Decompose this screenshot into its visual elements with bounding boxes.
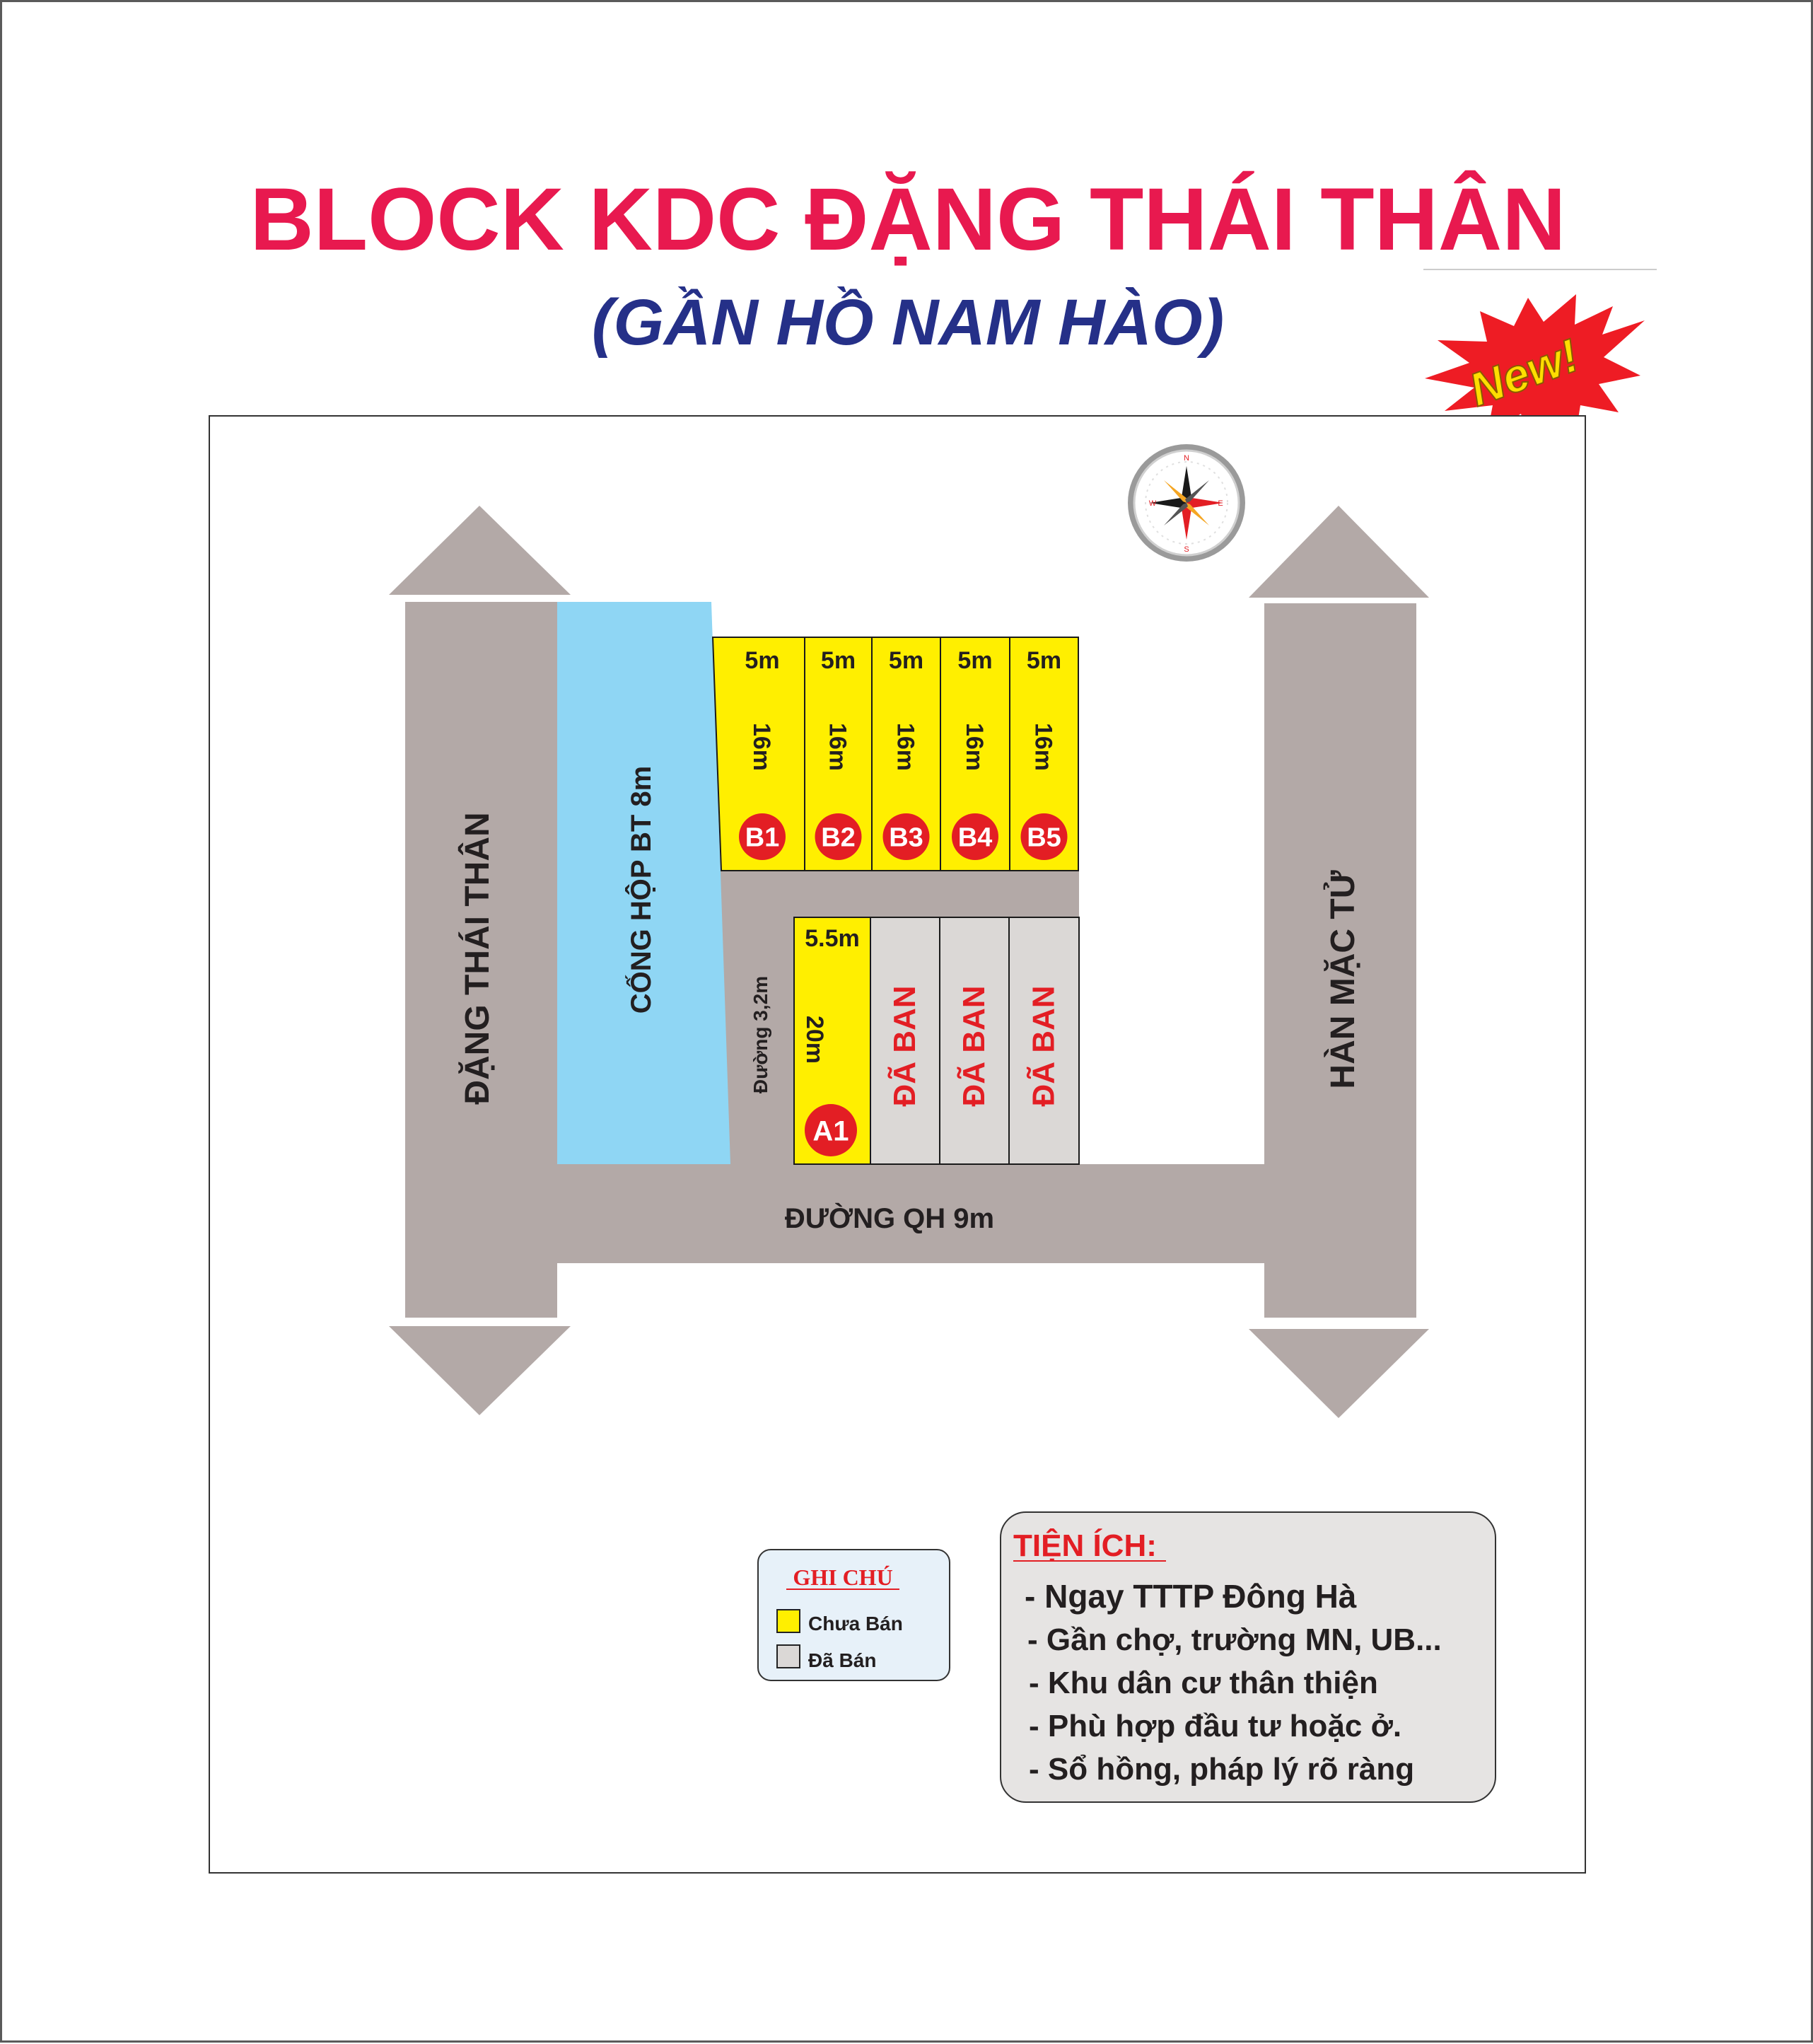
lot-sold[interactable]: ĐÃ BAN	[939, 917, 1010, 1165]
compass-n: N	[1184, 454, 1189, 463]
amenities-title: TIỆN ÍCH:	[1013, 1528, 1157, 1563]
legend-swatch-unsold	[776, 1609, 800, 1633]
lot-depth-label: 16m	[1030, 723, 1057, 771]
lot-id: A1	[812, 1115, 849, 1146]
road-label-left: ĐẶNG THÁI THÂN	[457, 812, 496, 1104]
starburst-icon	[1425, 294, 1645, 445]
lot-sold[interactable]: ĐÃ BAN	[870, 917, 940, 1165]
arrow-up-icon	[1249, 506, 1429, 598]
amenity-item: - Gần chợ, trường MN, UB...	[1027, 1622, 1442, 1657]
lot-depth-label: 16m	[892, 723, 919, 771]
road-label-bottom: ĐƯỜNG QH 9m	[785, 1202, 994, 1234]
lot-id: B2	[821, 823, 856, 853]
legend-label-unsold: Chưa Bán	[808, 1613, 903, 1634]
lot-width-label: 5m	[889, 647, 923, 674]
lot-parcel	[1008, 917, 1080, 1165]
legend-label-sold: Đã Bán	[808, 1649, 876, 1671]
lot-sold[interactable]: ĐÃ BAN	[1008, 917, 1080, 1165]
lot-width-label: 5m	[957, 647, 992, 674]
lot-depth-label: 20m	[801, 1016, 828, 1064]
culvert-bt-8m	[557, 602, 730, 1164]
lot-depth-label: 16m	[748, 723, 775, 771]
lot-marker	[1020, 813, 1068, 860]
lot-id: B1	[745, 823, 780, 853]
lot-width-label: 5m	[1027, 647, 1061, 674]
page-title: BLOCK KDC ĐẶNG THÁI THÂN	[250, 170, 1566, 269]
culvert-label: CỐNG HỘP BT 8m	[624, 766, 657, 1014]
amenity-item: - Phù hợp đầu tư hoặc ở.	[1029, 1709, 1401, 1743]
lots-sold: ĐÃ BAN ĐÃ BAN ĐÃ BAN	[870, 917, 1080, 1165]
lot-marker	[882, 813, 930, 860]
amenities-box: TIỆN ÍCH: - Ngay TTTP Đông Hà - Gần chợ,…	[1000, 1511, 1496, 1803]
page-subtitle: (GẦN HỒ NAM HÀO)	[592, 286, 1224, 359]
sold-label: ĐÃ BAN	[1026, 985, 1061, 1106]
compass-icon: N S E W	[1128, 444, 1245, 562]
lot-depth-label: 16m	[961, 723, 988, 771]
legend-title: GHI CHÚ	[793, 1564, 892, 1590]
road-dang-thai-than	[389, 506, 571, 1415]
new-badge: New!	[1425, 294, 1645, 445]
compass-w: W	[1149, 499, 1157, 508]
lot-width-label: 5.5m	[805, 925, 860, 952]
road-han-mac-tu	[1249, 506, 1429, 1418]
sold-label: ĐÃ BAN	[887, 985, 922, 1106]
legend-swatch-sold	[776, 1644, 800, 1668]
lot-parcel	[870, 917, 940, 1165]
lot-id: B3	[889, 823, 923, 853]
lot-width-label: 5m	[745, 647, 779, 674]
lot-parcel	[939, 917, 1010, 1165]
compass-s: S	[1184, 545, 1189, 554]
lot-marker	[739, 813, 786, 860]
arrow-down-icon	[389, 1326, 571, 1415]
lot-marker	[952, 813, 998, 860]
amenity-item: - Ngay TTTP Đông Hà	[1025, 1578, 1357, 1615]
lot-marker	[815, 813, 862, 860]
lot-marker	[805, 1104, 857, 1156]
lot-depth-label: 16m	[824, 723, 851, 771]
arrow-up-icon	[389, 506, 571, 595]
compass-e: E	[1218, 499, 1223, 508]
legend-box: GHI CHÚ Chưa Bán Đã Bán	[757, 1549, 950, 1681]
road-label-right: HÀN MẶC TỬ	[1323, 870, 1362, 1088]
arrow-down-icon	[1249, 1329, 1429, 1418]
amenity-item: - Sổ hồng, pháp lý rõ ràng	[1029, 1752, 1414, 1787]
lot-id: B5	[1027, 823, 1061, 853]
road-qh-9m	[557, 1164, 1264, 1263]
lot-id: B4	[958, 823, 993, 853]
amenity-item: - Khu dân cư thân thiện	[1029, 1666, 1378, 1700]
lot-width-label: 5m	[821, 647, 856, 674]
sold-label: ĐÃ BAN	[956, 985, 991, 1106]
road-label-inner: Đường 3,2m	[750, 976, 771, 1093]
